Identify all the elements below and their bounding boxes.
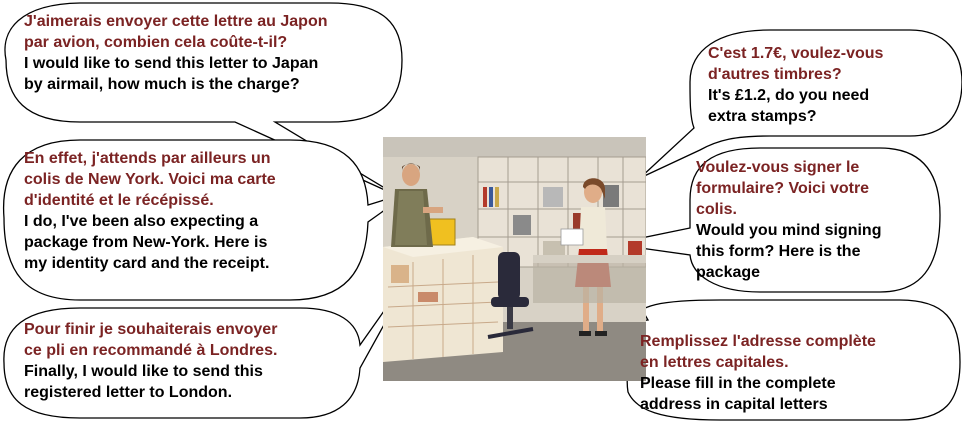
bubble-3-english-line-2: registered letter to London. xyxy=(24,384,233,401)
clerk-desk xyxy=(533,255,646,303)
bubble-5-english-line-2: this form? Here is the xyxy=(696,243,861,260)
bubble-1-french-line-1: J'aimerais envoyer cette lettre au Japon xyxy=(24,13,328,30)
bubble-3-french-line-2: ce pli en recommandé à Londres. xyxy=(24,342,278,359)
bubble-2-english-line-2: package from New-York. Here is xyxy=(24,234,268,251)
bubble-6-english-line-1: Please fill in the complete xyxy=(640,375,836,392)
bubble-4-english-line-2: extra stamps? xyxy=(708,108,817,125)
shelving-unit xyxy=(477,156,646,268)
bubble-1-english-line-2: by airmail, how much is the charge? xyxy=(24,76,300,93)
bubble-4-text: C'est 1.7€, voulez-vous d'autres timbres… xyxy=(708,43,883,127)
customer-figure xyxy=(391,163,443,247)
bubble-6-french-line-1: Remplissez l'adresse complète xyxy=(640,333,876,350)
bubble-4-french-line-2: d'autres timbres? xyxy=(708,66,842,83)
bubble-5-text: Voulez-vous signer le formulaire? Voici … xyxy=(696,157,881,283)
bubble-2-english-line-3: my identity card and the receipt. xyxy=(24,255,270,272)
bubble-3-french-line-1: Pour finir je souhaiterais envoyer xyxy=(24,321,278,338)
post-office-photo xyxy=(383,137,646,381)
bubble-4-french-line-1: C'est 1.7€, voulez-vous xyxy=(708,45,884,62)
bubble-6-french-line-2: en lettres capitales. xyxy=(640,354,789,371)
bubble-2-french-line-3: d'identité et le récépissé. xyxy=(24,192,214,209)
bubble-1-text: J'aimerais envoyer cette lettre au Japon… xyxy=(24,11,328,95)
bubble-5-english-line-1: Would you mind signing xyxy=(696,222,882,239)
bubble-4-english-line-1: It's £1.2, do you need xyxy=(708,87,870,104)
bubble-3-english-line-1: Finally, I would like to send this xyxy=(24,363,263,380)
bubble-2-text: En effet, j'attends par ailleurs un coli… xyxy=(24,148,276,274)
bubble-1-english-line-1: I would like to send this letter to Japa… xyxy=(24,55,319,72)
bubble-5-french-line-3: colis. xyxy=(696,201,737,218)
bubble-2-french-line-2: colis de New York. Voici ma carte xyxy=(24,171,276,188)
bubble-2-english-line-1: I do, I've been also expecting a xyxy=(24,213,259,230)
bubble-5-english-line-3: package xyxy=(696,264,761,281)
speech-bubble-4 xyxy=(639,29,962,179)
bubble-2-french-line-1: En effet, j'attends par ailleurs un xyxy=(24,150,271,167)
service-counter xyxy=(383,237,503,362)
office-chair xyxy=(487,252,534,339)
bubble-3-text: Pour finir je souhaiterais envoyer ce pl… xyxy=(24,319,277,403)
bubble-5-french-line-2: formulaire? Voici votre xyxy=(696,180,870,197)
bubble-1-french-line-2: par avion, combien cela coûte-t-il? xyxy=(24,34,288,51)
bubble-6-text: Remplissez l'adresse complète en lettres… xyxy=(640,331,876,415)
bubble-5-french-line-1: Voulez-vous signer le xyxy=(696,159,860,176)
bubble-6-english-line-2: address in capital letters xyxy=(640,396,828,413)
speech-bubble-6 xyxy=(613,261,961,421)
